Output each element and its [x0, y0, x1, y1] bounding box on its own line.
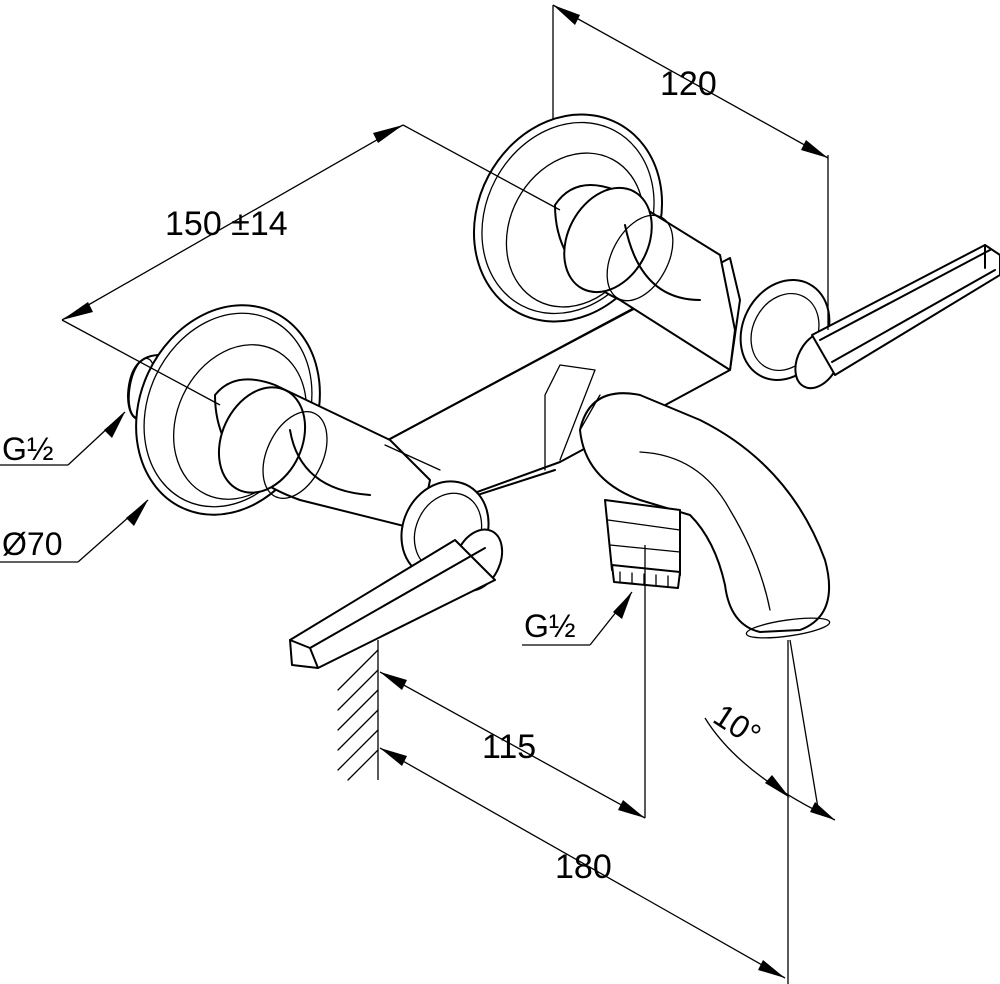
wall-hatch	[337, 640, 379, 781]
dimension-115-label: 115	[482, 728, 536, 766]
dimension-180-label: 180	[555, 848, 612, 886]
dimension-180: 180	[379, 640, 789, 984]
dimension-centers-label: 150 ±14	[165, 205, 288, 243]
front-valve-body	[214, 378, 441, 531]
dimension-outlet-thread: G½	[522, 591, 633, 646]
dimension-inlet-thread: G½	[0, 411, 126, 467]
rosette-diameter-label: Ø70	[2, 526, 62, 562]
outlet-thread-label: G½	[524, 608, 576, 644]
inlet-thread-label: G½	[2, 431, 54, 467]
dimension-115: 115	[379, 545, 646, 819]
dimension-120-label: 120	[660, 65, 717, 103]
outlet-connector	[604, 499, 681, 589]
dimension-120: 120	[552, 4, 829, 330]
rear-lever-handle	[811, 244, 1000, 376]
spout-angle-label: 10°	[707, 697, 767, 754]
dimension-rosette-diameter: Ø70	[0, 499, 149, 563]
dimension-spout-angle: 10°	[704, 639, 836, 821]
rear-valve-body	[554, 184, 736, 371]
dimension-centers: 150 ±14	[61, 124, 561, 406]
spout	[579, 392, 831, 639]
front-lever-handle	[289, 539, 496, 669]
